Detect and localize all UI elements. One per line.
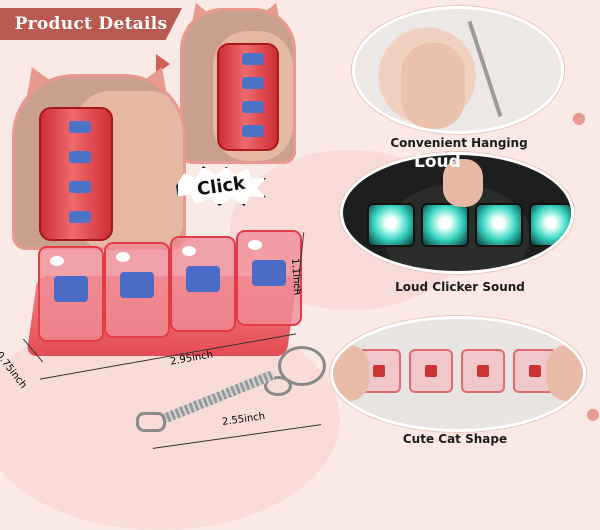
finger-left	[333, 345, 369, 401]
paw-icon: ●	[586, 404, 600, 423]
fingertip	[443, 159, 483, 207]
arrow-right-icon	[156, 54, 170, 74]
keychain-line	[467, 20, 503, 118]
finger	[401, 43, 465, 129]
loud-sound-photo	[340, 152, 574, 274]
loud-label: Loud	[414, 152, 461, 172]
clicker-stack	[39, 107, 113, 241]
finger-right	[547, 345, 583, 401]
paw-icon: ●	[572, 108, 586, 127]
clicker-stack	[217, 43, 279, 151]
caption-loud-clicker: Loud Clicker Sound	[395, 280, 525, 294]
keychain-ring	[278, 346, 326, 386]
keychain-clasp	[136, 412, 166, 432]
cat-shape-photo	[330, 316, 586, 432]
clicker-product	[26, 222, 316, 370]
product-key	[38, 246, 104, 342]
caption-cat-shape: Cute Cat Shape	[402, 432, 508, 446]
hanging-loop-photo	[352, 6, 564, 134]
product-key	[236, 230, 302, 326]
product-key	[170, 236, 236, 332]
keychain-ring-small	[264, 376, 292, 396]
cat-frame-top	[180, 8, 296, 164]
product-details-banner: Product Details	[0, 8, 182, 40]
click-label: Click	[195, 172, 247, 200]
product-key	[104, 242, 170, 338]
cat-frame-left	[12, 74, 186, 250]
